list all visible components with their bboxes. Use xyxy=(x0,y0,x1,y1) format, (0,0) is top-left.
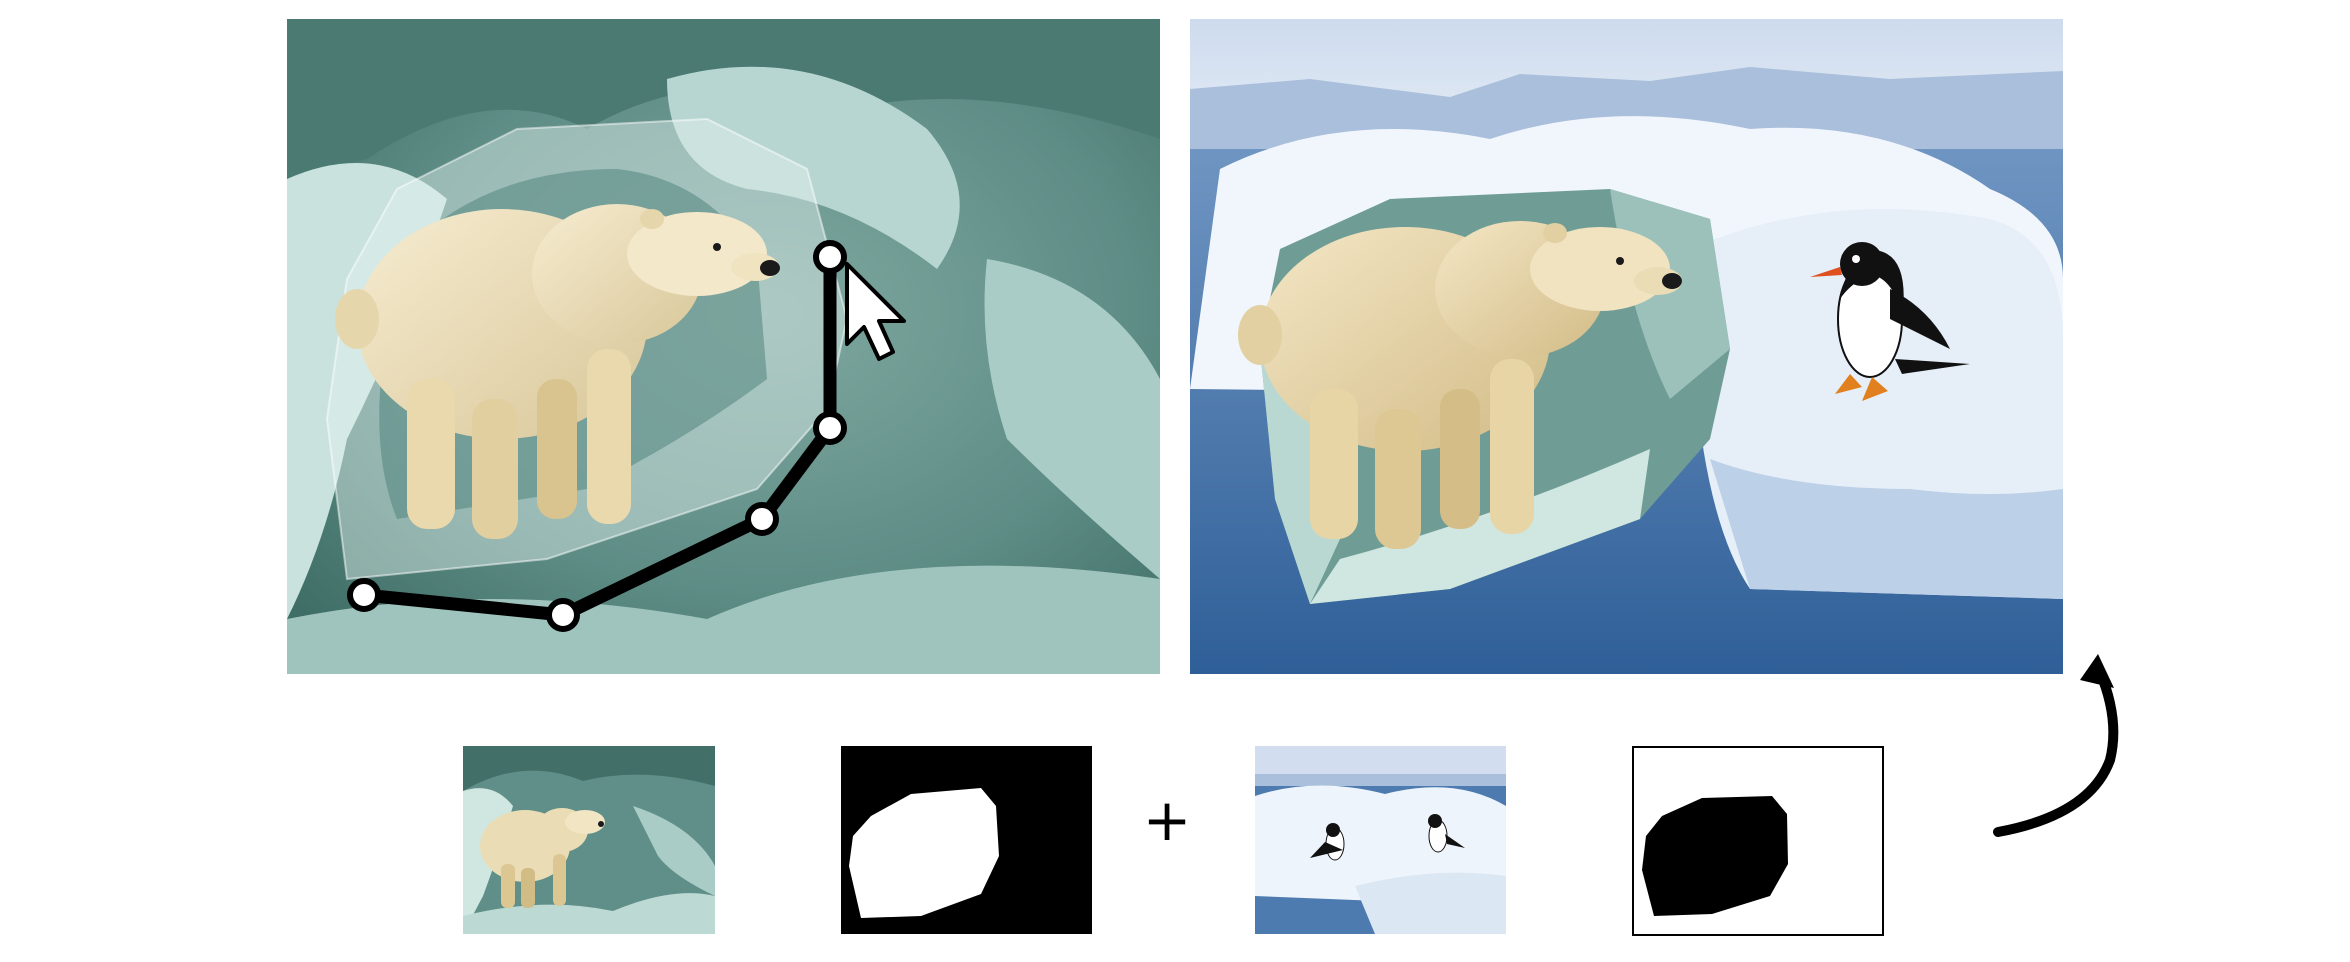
plus-operator: + xyxy=(1142,786,1192,854)
source-mask-canvas xyxy=(841,746,1092,934)
lasso-handle[interactable] xyxy=(813,240,847,274)
ice-arch xyxy=(667,66,960,269)
target-mask-canvas xyxy=(1632,746,1884,936)
lasso-handle[interactable] xyxy=(745,502,779,536)
ice-floe-shadow xyxy=(1710,459,2063,599)
composite-result-panel xyxy=(1190,19,2063,674)
source-editor-panel xyxy=(287,19,1160,674)
source-image-thumb-canvas xyxy=(463,746,715,934)
ice-wall-top xyxy=(287,19,1160,179)
lasso-handles xyxy=(347,240,847,632)
polar-bear xyxy=(335,204,780,539)
polar-bear xyxy=(1238,221,1682,549)
target-image-thumbnail xyxy=(1255,746,1506,934)
penguin xyxy=(1310,823,1345,861)
curved-arrow-icon xyxy=(1993,654,2119,837)
lasso-handle[interactable] xyxy=(546,598,580,632)
mask-region xyxy=(1642,796,1788,916)
ice-ridge-right xyxy=(984,259,1160,579)
cursor-arrow-icon xyxy=(845,262,906,361)
target-mask-thumbnail xyxy=(1632,746,1884,936)
mask-region xyxy=(849,788,999,918)
source-mask-thumbnail xyxy=(841,746,1092,934)
lasso-handle[interactable] xyxy=(813,411,847,445)
distant-icebergs xyxy=(1190,67,2063,149)
penguin xyxy=(1428,814,1465,853)
lasso-handle[interactable] xyxy=(347,578,381,612)
pasted-ice-bottom xyxy=(1310,449,1650,604)
target-image-thumb-canvas xyxy=(1255,746,1506,934)
penguin xyxy=(1810,242,1970,401)
source-image-thumbnail xyxy=(463,746,715,934)
composite-canvas xyxy=(1190,19,2063,674)
ice-ridge-bottom xyxy=(287,565,1160,674)
source-canvas xyxy=(287,19,1160,674)
